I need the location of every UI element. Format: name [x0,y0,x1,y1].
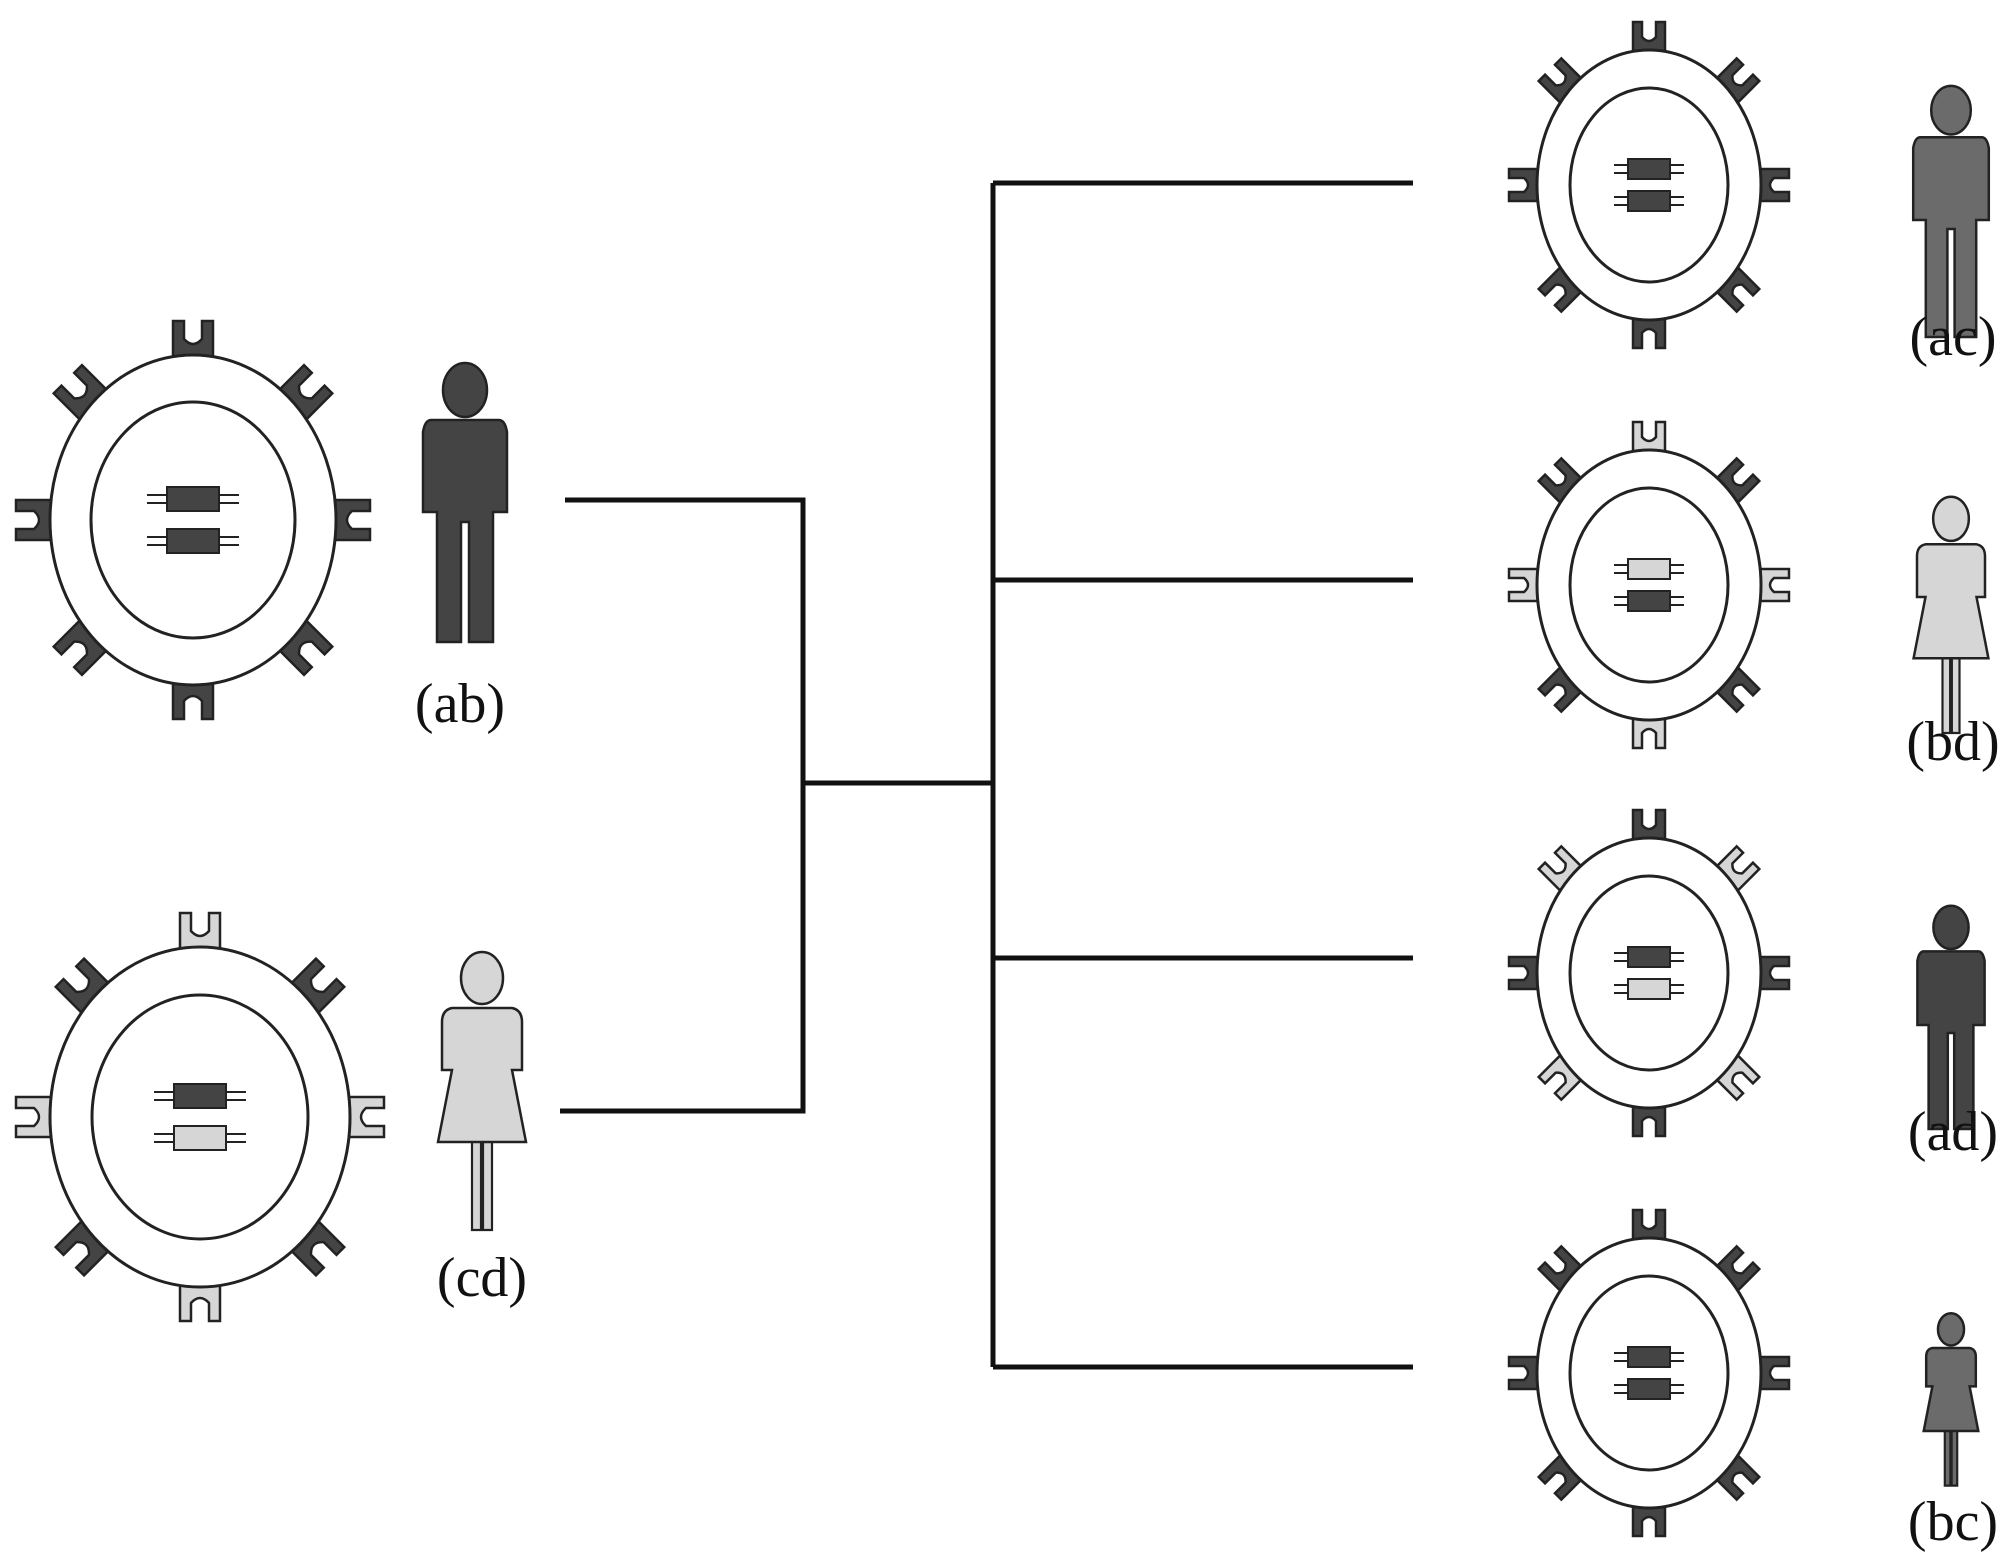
offspring-ad: (ad) [1507,808,1998,1163]
male-figure-icon [421,361,509,644]
cell-nucleus [90,993,310,1241]
cell-nucleus [1568,486,1730,684]
gene-icon [1614,978,1684,1000]
blood-cell-icon [1507,20,1791,350]
parent-ab-label: (ab) [415,673,505,735]
receptor-icon [344,1095,386,1139]
gene-icon [1614,158,1684,180]
gene-icon [154,1125,246,1151]
blood-cell-icon [1507,420,1791,750]
cross-lines [560,180,1413,1370]
receptor-icon [330,498,372,542]
receptor-icon [178,1281,222,1323]
offspring-bd-label: (bd) [1906,711,1999,773]
gene-icon [1614,590,1684,612]
blood-cell-icon [1507,1208,1791,1538]
gene-icon [1614,946,1684,968]
offspring-bc: (bc) [1507,1208,1998,1553]
parent-cd-line [560,783,806,1114]
offspring-bd: (bd) [1507,420,2000,773]
gene-icon [1614,1346,1684,1368]
gene-icon [154,1083,246,1109]
gene-icon [147,528,239,554]
offspring-ac: (ac) [1507,20,1997,368]
blood-cell-icon [14,911,386,1323]
female-figure-icon [436,950,528,1232]
blood-cell-icon [14,319,372,721]
female-figure-icon [1912,495,1990,735]
male-figure-icon [1911,84,1991,339]
receptor-icon [171,679,215,721]
blood-cell-icon [1507,808,1791,1138]
gene-icon [1614,190,1684,212]
male-figure-icon [1916,904,1986,1131]
parent-ab: (ab) [14,319,509,735]
offspring-bc-label: (bc) [1908,1491,1998,1553]
cell-nucleus [1568,874,1730,1072]
receptor-icon [14,1095,56,1139]
gene-icon [1614,558,1684,580]
offspring-ac-label: (ac) [1909,306,1996,368]
cell-nucleus [89,400,297,640]
gene-icon [1614,1378,1684,1400]
cell-nucleus [1568,86,1730,284]
parent-cd-label: (cd) [437,1247,527,1309]
cell-nucleus [1568,1274,1730,1472]
female-figure-icon [1922,1311,1980,1487]
parent-cd: (cd) [14,911,528,1323]
receptor-icon [14,498,56,542]
parent-ab-line [565,497,806,783]
gene-icon [147,486,239,512]
receptor-icon [171,319,215,361]
offspring-ad-label: (ad) [1908,1101,1998,1163]
receptor-icon [178,911,222,953]
